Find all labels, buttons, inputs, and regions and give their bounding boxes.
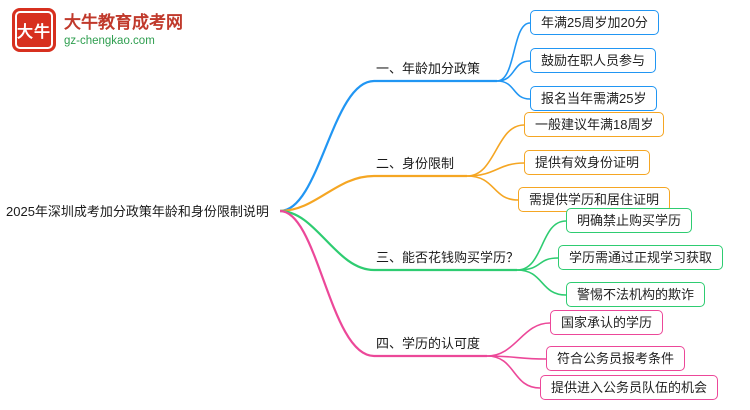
branch-2-trunk — [279, 174, 467, 213]
branch-node-2: 二、身份限制 — [376, 156, 455, 171]
logo-seal-text: 大牛 — [16, 24, 51, 41]
branch-1-link-3 — [496, 80, 531, 100]
branch-1-link-1 — [496, 22, 531, 82]
branch-1-trunk — [279, 79, 497, 213]
leaf-node: 年满25周岁加20分 — [530, 10, 659, 35]
logo-text: 大牛教育成考网 gz-chengkao.com — [64, 12, 183, 48]
leaf-node: 报名当年需满25岁 — [530, 86, 658, 111]
branch-node-4: 四、学历的认可度 — [376, 336, 481, 351]
leaf-node: 提供进入公务员队伍的机会 — [540, 375, 719, 400]
leaf-node: 符合公务员报考条件 — [546, 346, 686, 371]
logo-url: gz-chengkao.com — [64, 35, 155, 47]
branch-4-link-2 — [486, 355, 547, 360]
leaf-node: 鼓励在职人员参与 — [530, 48, 657, 73]
branch-3-link-2 — [516, 257, 559, 271]
leaf-node: 国家承认的学历 — [550, 310, 664, 335]
root-node: 2025年深圳成考加分政策年龄和身份限制说明 — [6, 204, 269, 219]
branch-2-link-2 — [466, 162, 525, 177]
leaf-node: 学历需通过正规学习获取 — [558, 245, 724, 270]
branch-4-link-3 — [486, 355, 541, 389]
leaf-node: 警惕不法机构的欺诈 — [566, 282, 706, 307]
leaf-node: 一般建议年满18周岁 — [524, 112, 665, 137]
logo-title: 大牛教育成考网 — [64, 13, 183, 32]
leaf-node: 需提供学历和居住证明 — [518, 187, 671, 212]
branch-3-link-3 — [516, 269, 567, 296]
branch-2-link-1 — [466, 124, 525, 177]
branch-2-link-3 — [466, 175, 519, 201]
branch-1-link-2 — [496, 60, 531, 82]
leaf-node: 明确禁止购买学历 — [566, 208, 693, 233]
branch-node-1: 一、年龄加分政策 — [376, 61, 481, 76]
logo: 大牛 大牛教育成考网 gz-chengkao.com — [12, 8, 183, 52]
branch-4-link-1 — [486, 322, 551, 357]
branch-node-3: 三、能否花钱购买学历？ — [376, 250, 520, 265]
leaf-node: 提供有效身份证明 — [524, 150, 651, 175]
logo-seal-icon: 大牛 — [12, 8, 56, 52]
